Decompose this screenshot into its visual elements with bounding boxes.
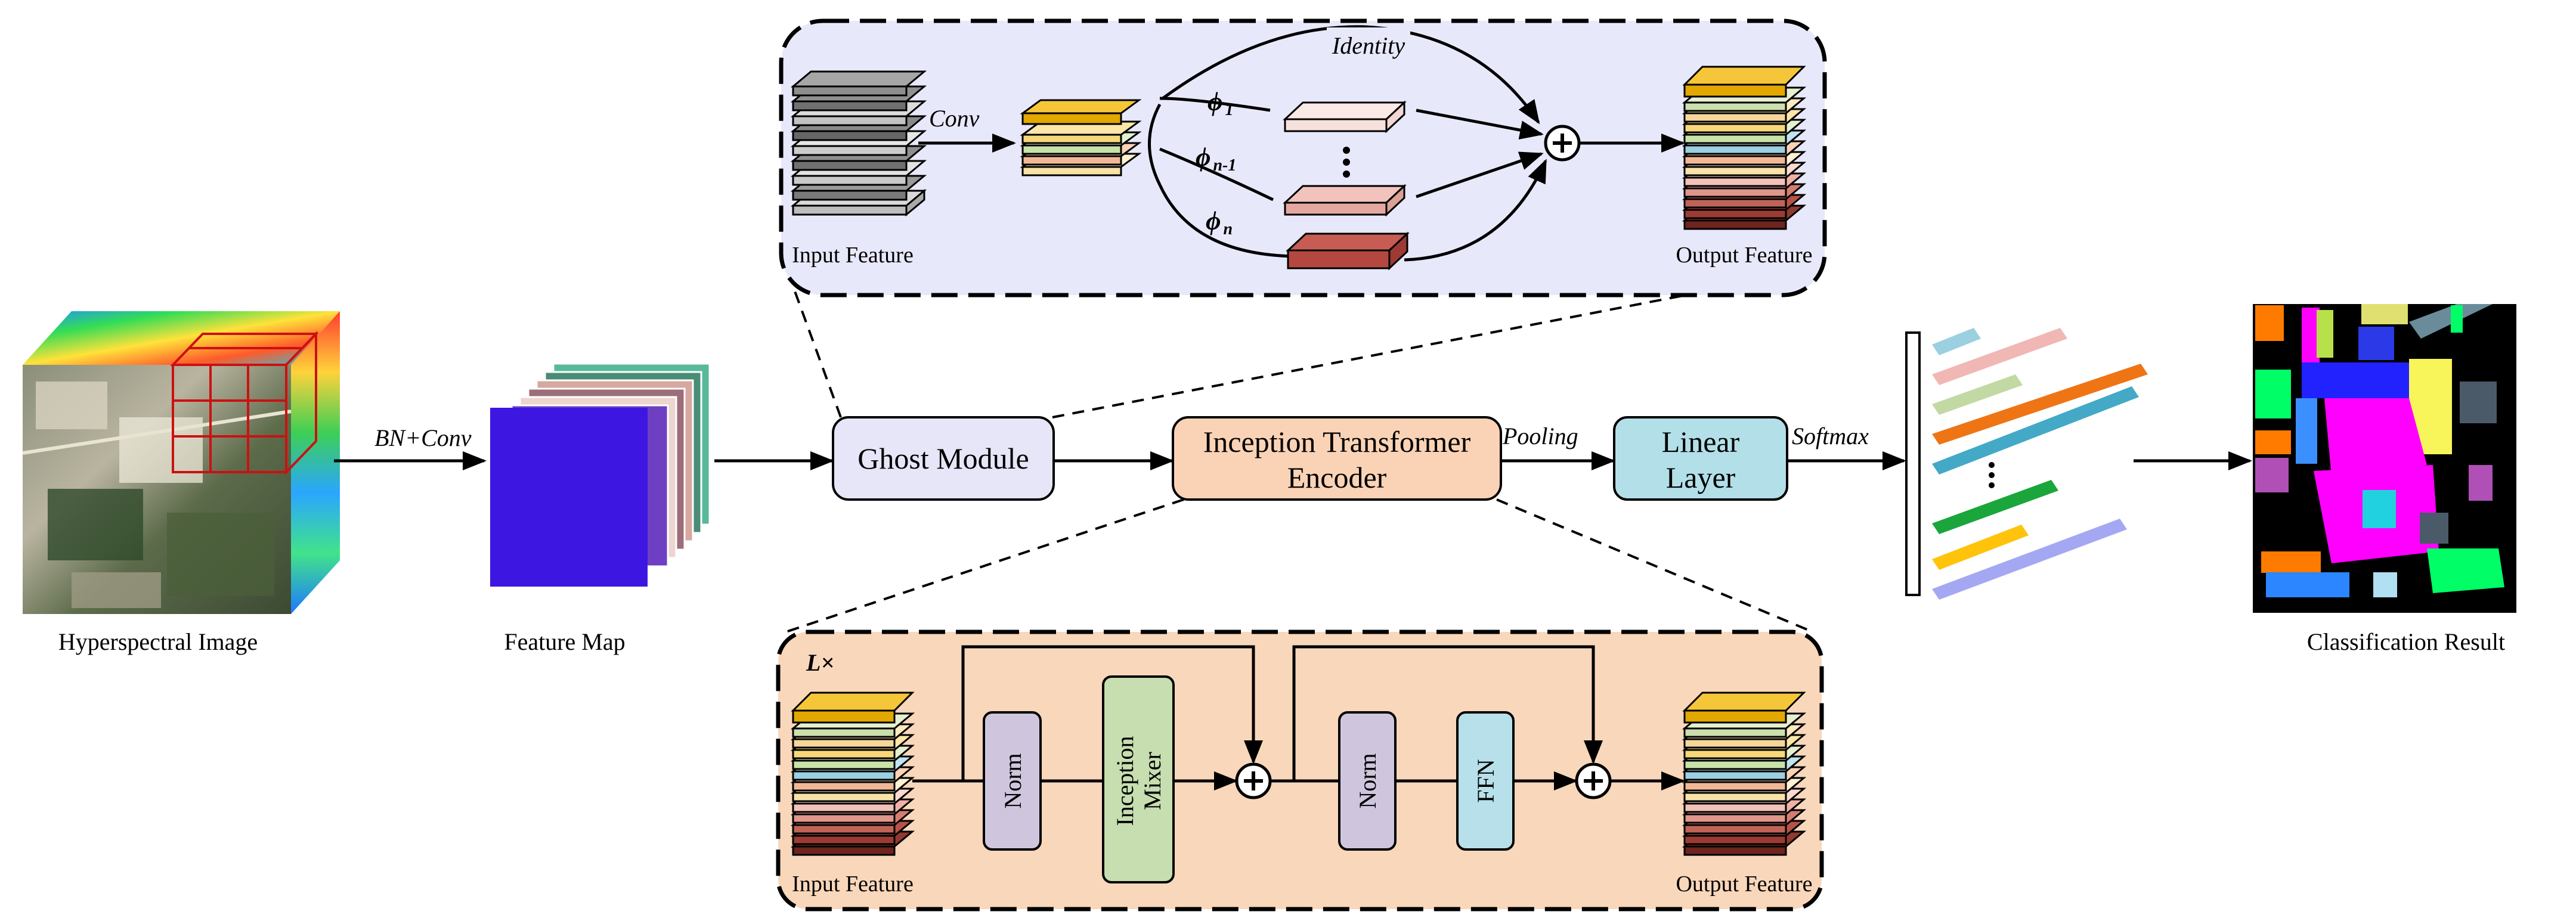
- skip-connection-2: [1292, 645, 1603, 781]
- ghost-module-label: Ghost Module: [857, 442, 1029, 475]
- encoder-label-line1: Inception Transformer: [1203, 425, 1471, 458]
- linear-layer-box: [1613, 416, 1788, 501]
- phi-1-line: [1159, 97, 1271, 112]
- norm-2-label: Norm: [1354, 753, 1381, 808]
- encoder-detail-panel: [776, 630, 1824, 911]
- skip-connection-1: [961, 645, 1263, 781]
- encoder-input-feature-label: Input Feature: [792, 872, 914, 897]
- circled-plus-icon: [1575, 762, 1612, 799]
- feature-map-stack: [490, 362, 711, 587]
- identity-arrow: [1162, 25, 1540, 125]
- mixer-label-line1: Inception: [1111, 736, 1138, 826]
- bn-conv-label: BN+Conv: [374, 424, 472, 451]
- ghost-module-detail-panel: [779, 18, 1827, 297]
- ghost-arrow-n1: [1416, 151, 1544, 199]
- norm-1-label: Norm: [999, 753, 1026, 808]
- inception-mixer-block: [1102, 675, 1175, 883]
- norm-block-1: [983, 711, 1042, 851]
- phi-n-line: [1158, 184, 1301, 258]
- encoder-output-feature-label: Output Feature: [1676, 872, 1812, 897]
- output-vector: [1905, 331, 1921, 596]
- vertical-ellipsis-icon: [1989, 462, 1995, 488]
- ghost-map-n: [1286, 231, 1410, 271]
- intrinsic-feature-stack: [1020, 99, 1142, 176]
- phi-n1-line: [1159, 147, 1274, 201]
- classification-result-label: Classification Result: [2307, 628, 2505, 655]
- zoom-line-encoder-right: [1496, 498, 1813, 633]
- vertical-ellipsis-icon: [1343, 147, 1350, 178]
- linear-layer-label-line2: Layer: [1666, 461, 1736, 494]
- identity-label-bg: [1327, 27, 1410, 56]
- ffn-label: FFN: [1472, 759, 1499, 802]
- ghost-map-1: [1283, 100, 1407, 134]
- repeat-label: L×: [806, 649, 834, 676]
- ghost-input-feature-label: Input Feature: [792, 243, 914, 268]
- encoder-box: [1172, 416, 1502, 501]
- feature-map-label: Feature Map: [504, 628, 625, 655]
- norm-block-2: [1338, 711, 1397, 851]
- mixer-label-line2: Mixer: [1139, 752, 1166, 810]
- linear-layer-label-line1: Linear: [1662, 425, 1740, 458]
- ghost-output-feature-label: Output Feature: [1676, 243, 1812, 268]
- input-feature-stack: [790, 70, 927, 217]
- hyperspectral-image-label: Hyperspectral Image: [58, 628, 258, 655]
- identity-label: Identity: [1332, 32, 1405, 59]
- zoom-line-encoder-left: [785, 498, 1184, 633]
- ghost-output-feature-stack: [1682, 66, 1807, 230]
- zoom-line-ghost-left: [793, 289, 842, 418]
- encoder-output-feature-stack: [1682, 692, 1807, 856]
- encoder-input-feature-stack: [790, 692, 915, 856]
- conv-label: Conv: [929, 105, 980, 132]
- softmax-label: Softmax: [1792, 423, 1869, 449]
- ghost-module-box: [832, 416, 1055, 501]
- circled-plus-icon: [1544, 125, 1581, 162]
- ffn-block: [1456, 711, 1515, 851]
- pooling-label: Pooling: [1502, 423, 1578, 449]
- class-score-bars: [1932, 328, 2148, 600]
- circled-plus-icon: [1235, 762, 1272, 799]
- ghost-arrow-1: [1416, 108, 1544, 139]
- ghost-arrow-n: [1404, 159, 1547, 262]
- ghost-map-n1: [1283, 184, 1407, 217]
- classification-map: [2253, 304, 2516, 613]
- encoder-label-line2: Encoder: [1287, 461, 1387, 494]
- hyperspectral-cube: [22, 311, 340, 614]
